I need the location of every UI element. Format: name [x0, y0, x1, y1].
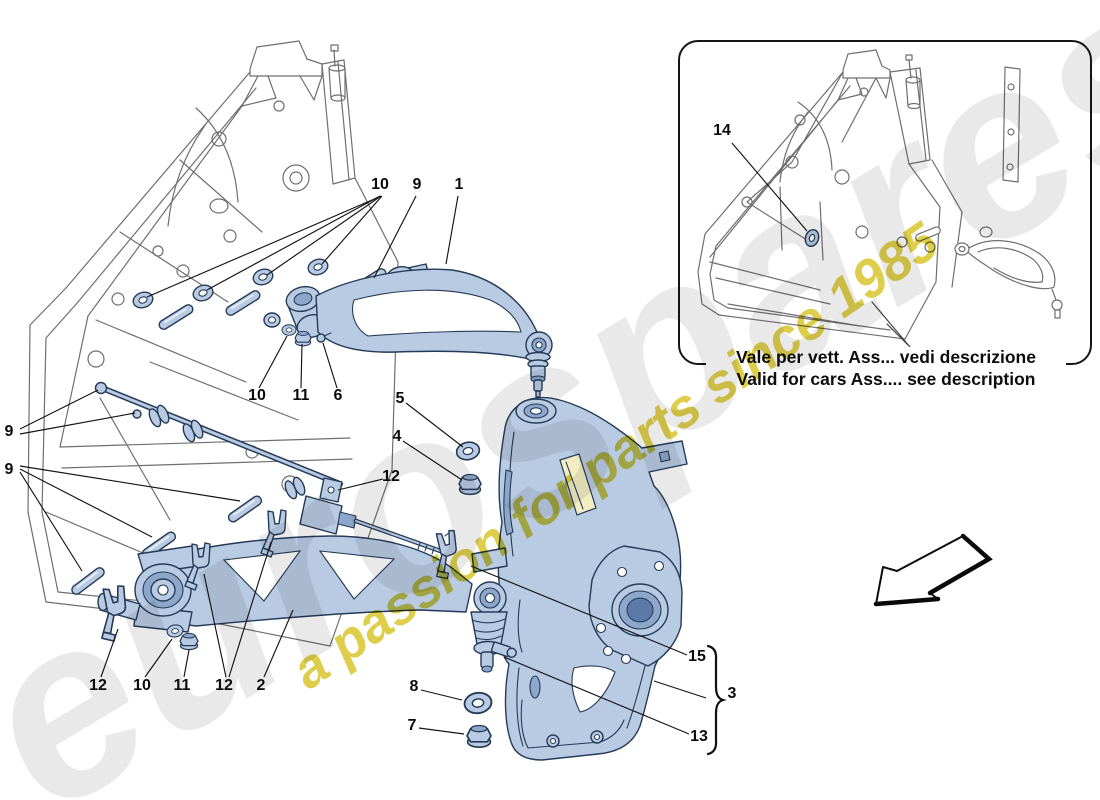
inset-drawing [697, 49, 1063, 350]
direction-arrow-icon [873, 533, 993, 607]
callout-9-left-upper: 9 [4, 423, 14, 440]
inset-upper-wishbone [915, 226, 1063, 319]
callout-11-mid: 11 [292, 387, 310, 404]
lower-arm [69, 439, 517, 749]
wheel-knuckle [497, 396, 688, 761]
callout-10-top: 10 [371, 176, 389, 193]
callout-6: 6 [333, 387, 343, 404]
callout-11-bottom: 11 [173, 677, 191, 694]
callout-5: 5 [395, 390, 405, 407]
callout-12-bottom-1: 12 [89, 677, 107, 694]
chassis-frame [27, 40, 399, 647]
link-rod-assembly [94, 381, 449, 556]
inset-caption-english: Valid for cars Ass.... see description [706, 369, 1066, 390]
inset-highlighted-washer [804, 228, 820, 248]
callout-1: 1 [454, 176, 464, 193]
callout-10-bottom: 10 [133, 677, 151, 694]
callout-13: 13 [690, 728, 708, 745]
leader-lines [19, 195, 707, 735]
callout-4: 4 [392, 428, 402, 445]
upper-balljoint [525, 351, 551, 398]
callout-3: 3 [727, 685, 737, 702]
inset-caption-italian: Vale per vett. Ass... vedi descrizione [706, 347, 1066, 368]
callout-15: 15 [688, 648, 706, 665]
callout-9-left-lower: 9 [4, 461, 14, 478]
callout-10-mid: 10 [248, 387, 266, 404]
callout-8: 8 [409, 678, 419, 695]
callout-12-right: 12 [382, 468, 400, 485]
variant-inset-panel [678, 40, 1092, 365]
upper-wishbone [130, 256, 553, 361]
callout-2: 2 [256, 677, 266, 694]
callout-14: 14 [713, 122, 731, 139]
group-brace [706, 644, 727, 756]
callout-7: 7 [407, 717, 417, 734]
callout-12-bottom-2: 12 [215, 677, 233, 694]
callout-9-top: 9 [412, 176, 422, 193]
